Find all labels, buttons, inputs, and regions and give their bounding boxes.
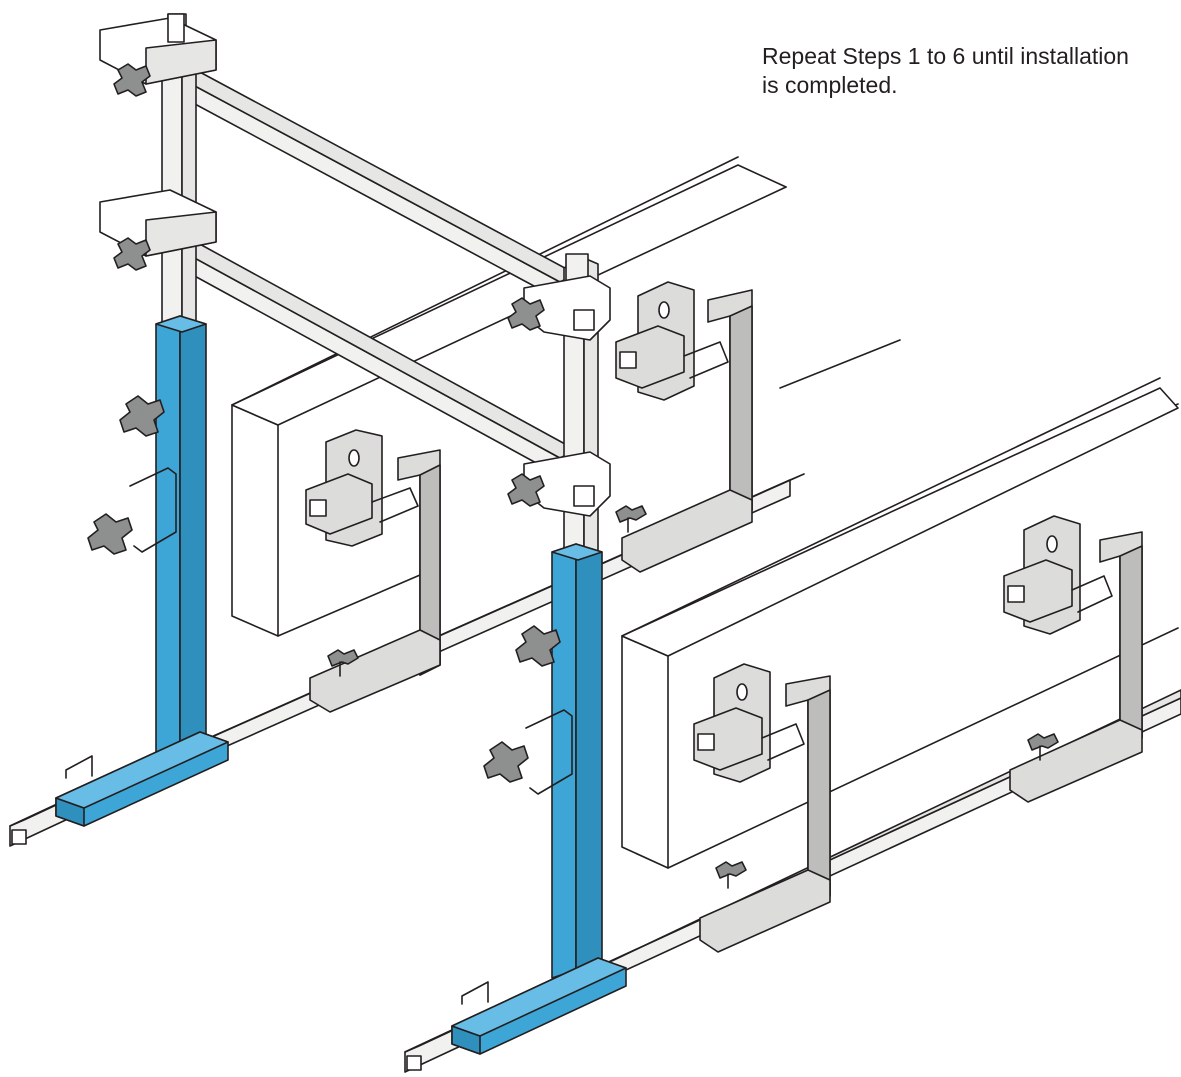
instruction-line-2: is completed. <box>762 72 898 98</box>
left-top-fitting <box>99 13 217 85</box>
left-mid-fitting <box>99 189 217 257</box>
parapet-clamp-b <box>615 281 753 573</box>
right-mid-fitting <box>523 451 611 517</box>
instruction-text: Repeat Steps 1 to 6 until installation i… <box>762 42 1172 100</box>
front-parapet-beam <box>621 387 1179 869</box>
base-clamp-knobs <box>327 505 1059 889</box>
instruction-line-1: Repeat Steps 1 to 6 until installation <box>762 43 1129 69</box>
back-parapet-beam <box>231 164 787 637</box>
parapet-clamp-c <box>693 663 831 953</box>
parapet-clamp-d <box>1003 515 1143 803</box>
right-blue-upright <box>451 543 627 1055</box>
left-blue-upright <box>55 315 229 827</box>
parapet-clamp-a <box>305 429 441 713</box>
post-star-knobs <box>87 63 561 783</box>
